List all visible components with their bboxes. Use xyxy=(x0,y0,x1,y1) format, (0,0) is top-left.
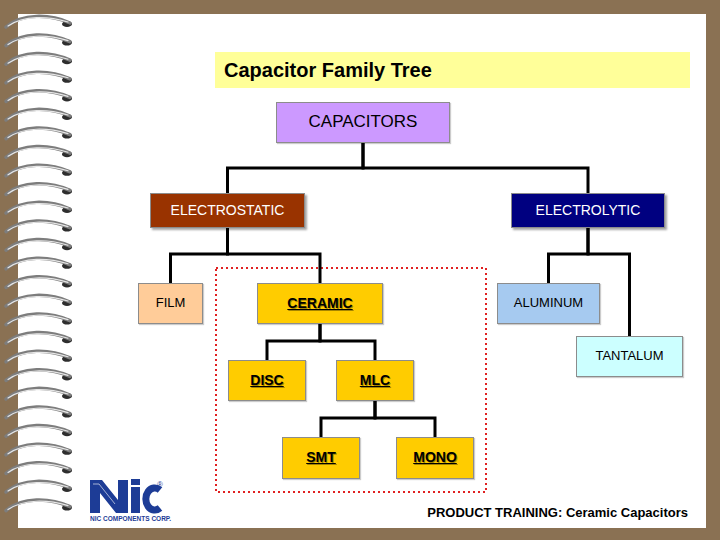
node-label: DISC xyxy=(250,373,283,388)
node-label: MONO xyxy=(413,450,457,465)
node-label: SMT xyxy=(306,450,336,465)
node-label: TANTALUM xyxy=(595,349,663,363)
tree-connector xyxy=(320,324,375,360)
node-label: FILM xyxy=(156,296,186,310)
category-box: DISC xyxy=(228,360,306,401)
node-label: ALUMINUM xyxy=(514,296,583,310)
tree-connector xyxy=(375,401,435,437)
category-box: TANTALUM xyxy=(576,336,683,377)
category-box: ELECTROLYTIC xyxy=(511,193,665,228)
spiral-binding xyxy=(6,16,72,510)
page xyxy=(18,14,706,528)
node-label: CAPACITORS xyxy=(309,113,418,132)
root-box: CAPACITORS xyxy=(276,102,450,143)
category-box: SMT xyxy=(282,437,360,479)
tree-connector xyxy=(267,324,320,360)
footer-note: PRODUCT TRAINING: Ceramic Capacitors xyxy=(427,505,688,520)
tree-connector xyxy=(549,228,589,283)
category-box: ELECTROSTATIC xyxy=(150,193,305,228)
tree-connector xyxy=(171,228,228,283)
node-label: MLC xyxy=(360,373,390,388)
node-label: ELECTROLYTIC xyxy=(536,203,641,218)
node-label: ELECTROSTATIC xyxy=(171,203,285,218)
tree-connector xyxy=(321,401,375,437)
tree-connector xyxy=(228,228,321,283)
category-box: CERAMIC xyxy=(257,283,383,324)
company-name: NIC COMPONENTS CORP. xyxy=(90,515,171,522)
tree-connector xyxy=(228,143,364,193)
group-outline xyxy=(216,268,486,492)
tree-connector xyxy=(363,143,588,193)
category-box: MLC xyxy=(336,360,414,401)
company-logo xyxy=(90,479,160,513)
category-box: FILM xyxy=(138,283,203,324)
node-label: CERAMIC xyxy=(287,296,352,311)
category-box: MONO xyxy=(396,437,474,479)
slide-title: Capacitor Family Tree xyxy=(215,52,690,88)
category-box: ALUMINUM xyxy=(497,283,600,324)
registered-mark: ® xyxy=(157,480,163,489)
